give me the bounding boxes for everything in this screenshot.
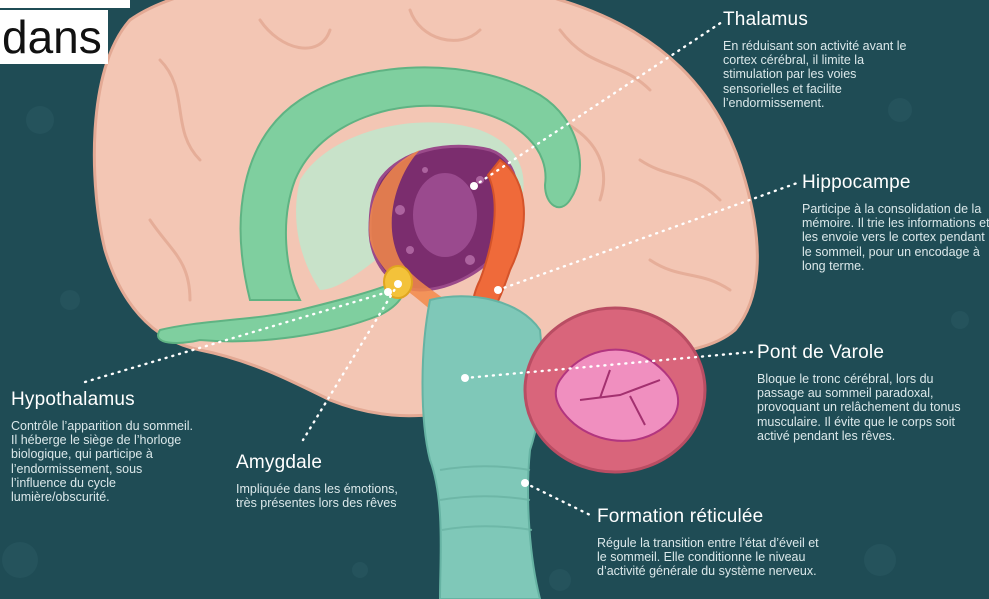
region-name: Amygdale <box>236 452 416 474</box>
thalamus-inner <box>413 173 477 257</box>
label-hypothalamus: Hypothalamus Contrôle l’apparition du so… <box>11 389 201 504</box>
title-fragment: ueil <box>0 0 130 8</box>
region-name: Hippocampe <box>802 172 989 194</box>
region-description: Régule la transition entre l’état d’évei… <box>597 536 827 579</box>
region-description: En réduisant son activité avant le corte… <box>723 39 923 110</box>
region-description: Impliquée dans les émotions, très présen… <box>236 482 416 510</box>
region-name: Formation réticulée <box>597 506 827 528</box>
region-description: Participe à la consolidation de la mémoi… <box>802 202 989 273</box>
label-thalamus: Thalamus En réduisant son activité avant… <box>723 9 923 110</box>
brainstem-shape <box>423 296 542 599</box>
region-name: Pont de Varole <box>757 342 982 364</box>
region-description: Bloque le tronc cérébral, lors du passag… <box>757 372 982 443</box>
label-formation-reticulee: Formation réticulée Régule la transition… <box>597 506 827 579</box>
region-description: Contrôle l’apparition du sommeil. Il héb… <box>11 419 201 504</box>
label-hippocampe: Hippocampe Participe à la consolidation … <box>802 172 989 273</box>
region-name: Thalamus <box>723 9 923 31</box>
region-name: Hypothalamus <box>11 389 201 411</box>
label-amygdale: Amygdale Impliquée dans les émotions, tr… <box>236 452 416 510</box>
label-pont-de-varole: Pont de Varole Bloque le tronc cérébral,… <box>757 342 982 443</box>
page-title: dans <box>0 10 108 64</box>
